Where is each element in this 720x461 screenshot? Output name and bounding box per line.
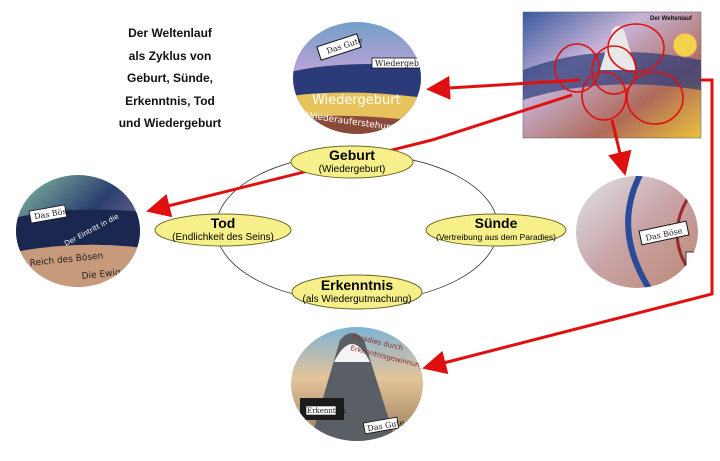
painting-suende: Das Böse Sünde bbox=[576, 176, 698, 288]
title-line: Der Weltenlauf bbox=[128, 26, 212, 40]
stage-tod-title: Tod bbox=[211, 215, 236, 231]
arrow-to-geburt bbox=[426, 75, 581, 100]
title-line: Erkenntnis, Tod bbox=[125, 93, 215, 108]
thumbnail-painting: Der Weltenlauf bbox=[522, 11, 702, 139]
arrow-to-tod bbox=[146, 93, 573, 218]
painting-geburt: Das Gute Wiedergeburt Wiedergeburt Wiede… bbox=[293, 22, 432, 134]
sign-wiedergeburt: Wiedergeburt bbox=[375, 59, 432, 68]
stage-geburt-subtitle: (Wiedergeburt) bbox=[319, 164, 386, 175]
stage-suende-title: Sünde bbox=[475, 215, 518, 231]
thumbnail-title: Der Weltenlauf bbox=[650, 16, 693, 22]
stage-erkenntnis: Erkenntnis (als Wiedergutmachung) bbox=[291, 274, 423, 310]
arrows bbox=[146, 75, 714, 375]
stage-geburt: Geburt (Wiedergeburt) bbox=[290, 145, 414, 179]
stage-erkenntnis-subtitle: (als Wiedergutmachung) bbox=[303, 294, 412, 305]
stage-tod: Tod (Endlichkeit des Seins) bbox=[154, 213, 292, 247]
stage-tod-subtitle: (Endlichkeit des Seins) bbox=[172, 232, 274, 243]
title-line: Geburt, Sünde, bbox=[126, 71, 213, 85]
stage-suende: Sünde (Vertreibung aus dem Paradies) bbox=[425, 213, 567, 247]
painting-tod: Das Böse Der Eintritt in die Reich des B… bbox=[16, 175, 140, 287]
title-line: und Wiedergeburt bbox=[118, 116, 222, 130]
stage-suende-subtitle: (Vertreibung aus dem Paradies) bbox=[436, 232, 556, 242]
arrow-to-erkenntnis bbox=[422, 78, 714, 375]
title-line: als Zyklus von bbox=[128, 48, 212, 63]
stage-erkenntnis-title: Erkenntnis bbox=[321, 277, 394, 293]
script-wiedergeburt: Wiedergeburt bbox=[312, 93, 401, 108]
stage-geburt-title: Geburt bbox=[329, 147, 375, 163]
sign-erkenntnis: Erkenntnis bbox=[307, 407, 346, 415]
sign-suende: Sünde bbox=[689, 261, 696, 281]
diagram-title: Der Weltenlauf als Zyklus von Geburt, Sü… bbox=[100, 22, 240, 135]
arrow-to-suende bbox=[608, 119, 632, 176]
painting-erkenntnis: Erkenntnis Das Gute Paradies durch Erken… bbox=[291, 327, 423, 441]
